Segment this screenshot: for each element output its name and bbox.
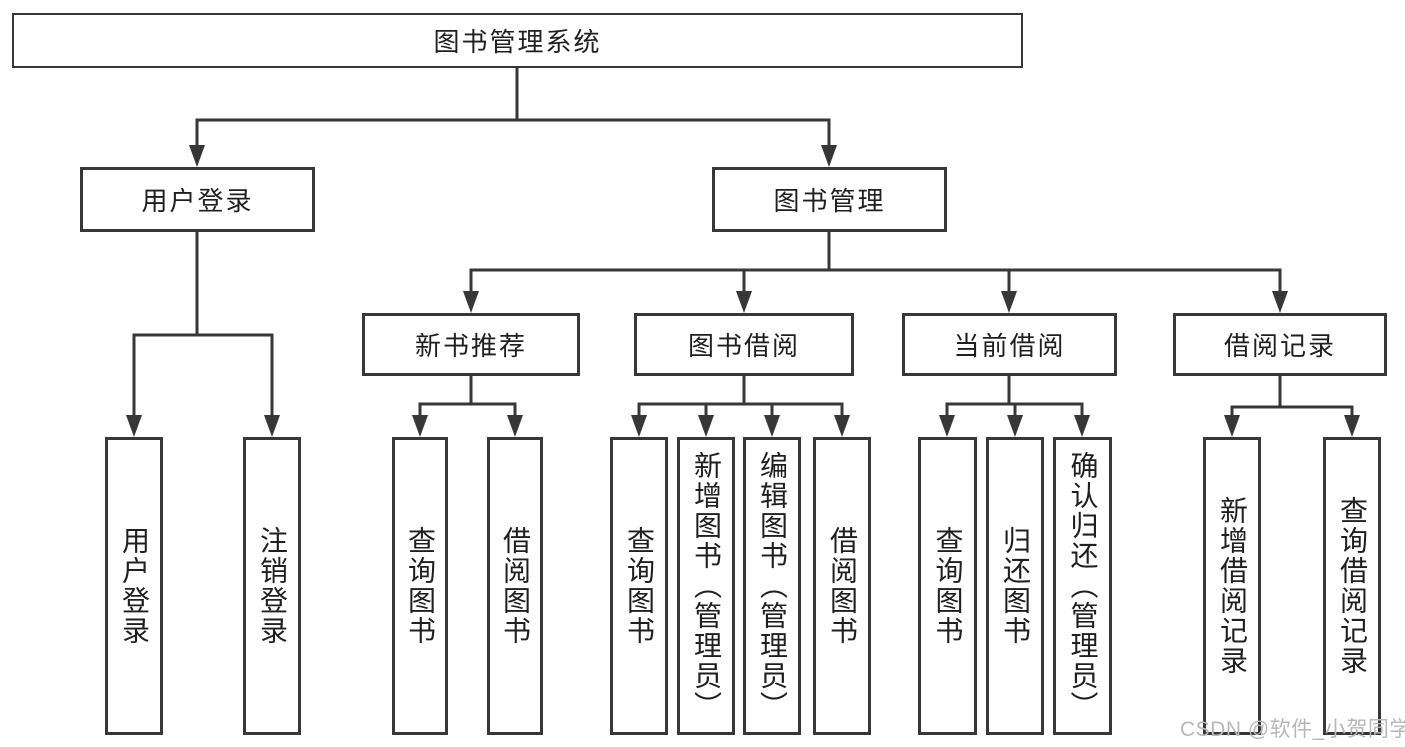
node-user-login: 用户登录	[80, 167, 315, 232]
leaf-return-books: 归还图书	[986, 437, 1044, 735]
leaf-query-books-recommend: 查询图书	[392, 437, 448, 735]
leaf-label: 编辑图书（管理员）	[757, 451, 788, 721]
leaf-label: 查询图书	[405, 526, 436, 646]
leaf-label: 查询借阅记录	[1337, 496, 1368, 676]
leaf-query-books-current: 查询图书	[918, 437, 977, 735]
leaf-logout: 注销登录	[243, 437, 301, 735]
leaf-label: 确认归还（管理员）	[1067, 451, 1099, 721]
node-new-book-recommend: 新书推荐	[362, 313, 580, 376]
leaf-confirm-return-admin: 确认归还（管理员）	[1053, 437, 1112, 735]
node-label: 用户登录	[141, 186, 254, 216]
leaf-query-borrow-record: 查询借阅记录	[1323, 437, 1381, 735]
leaf-user-login: 用户登录	[105, 437, 163, 735]
csdn-watermark: CSDN @软件_小贺同学	[1180, 718, 1405, 741]
node-label: 图书借阅	[687, 331, 800, 361]
leaf-label: 新增图书（管理员）	[691, 451, 722, 721]
leaf-label: 借阅图书	[827, 526, 858, 646]
node-label: 新书推荐	[414, 331, 527, 361]
leaf-add-borrow-record: 新增借阅记录	[1203, 437, 1261, 735]
leaf-label: 新增借阅记录	[1217, 496, 1248, 676]
leaf-label: 归还图书	[1000, 526, 1031, 646]
leaf-borrow-books: 借阅图书	[813, 437, 871, 735]
leaf-edit-books-admin: 编辑图书（管理员）	[743, 437, 801, 735]
node-current-borrowing: 当前借阅	[902, 313, 1117, 376]
leaf-label: 查询图书	[624, 526, 655, 646]
leaf-label: 用户登录	[119, 526, 150, 646]
leaf-add-books-admin: 新增图书（管理员）	[677, 437, 735, 735]
node-label: 图书管理	[773, 186, 886, 216]
node-borrow-records: 借阅记录	[1173, 313, 1387, 376]
node-label: 当前借阅	[953, 331, 1066, 361]
leaf-label: 借阅图书	[500, 526, 531, 646]
node-library-management-system: 图书管理系统	[12, 13, 1023, 68]
node-book-management: 图书管理	[712, 167, 947, 232]
node-label: 图书管理系统	[433, 27, 602, 57]
leaf-borrow-books-recommend: 借阅图书	[487, 437, 543, 735]
leaf-label: 查询图书	[932, 526, 964, 646]
leaf-query-books-borrow: 查询图书	[610, 437, 668, 735]
node-label: 借阅记录	[1223, 331, 1336, 361]
node-book-borrowing: 图书借阅	[634, 313, 854, 376]
leaf-label: 注销登录	[257, 526, 288, 646]
